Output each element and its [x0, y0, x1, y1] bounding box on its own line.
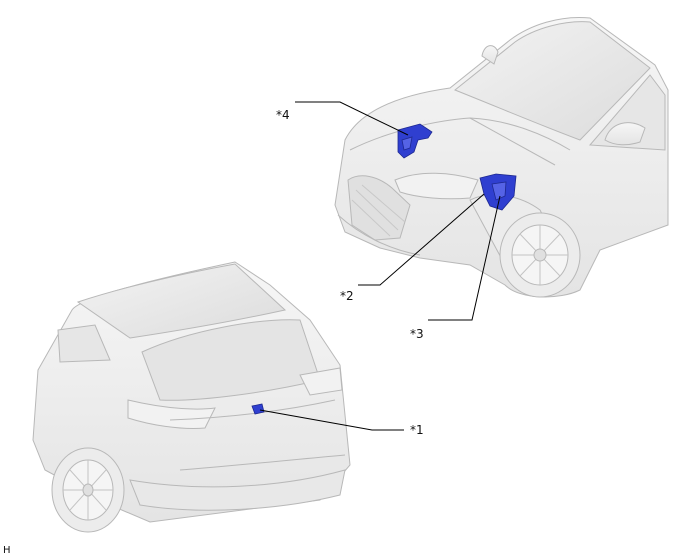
callout-1-label: *1: [410, 423, 424, 437]
figure-code: H: [3, 545, 11, 556]
leader-lines: [259, 101, 501, 431]
callout-3-label: *3: [410, 327, 424, 341]
front-vehicle-illustration: [334, 16, 669, 298]
callout-2-label: *2: [340, 289, 354, 303]
leader-line-2: [358, 193, 485, 286]
component-4-icon: [397, 123, 433, 159]
rear-vehicle-illustration: [32, 261, 351, 533]
component-2-3-icon: [479, 173, 517, 211]
component-1-icon: [251, 403, 265, 415]
leader-line-4: [295, 101, 409, 136]
leader-line-3: [428, 195, 501, 321]
callout-4-label: *4: [276, 108, 290, 122]
leader-line-1: [259, 409, 404, 431]
